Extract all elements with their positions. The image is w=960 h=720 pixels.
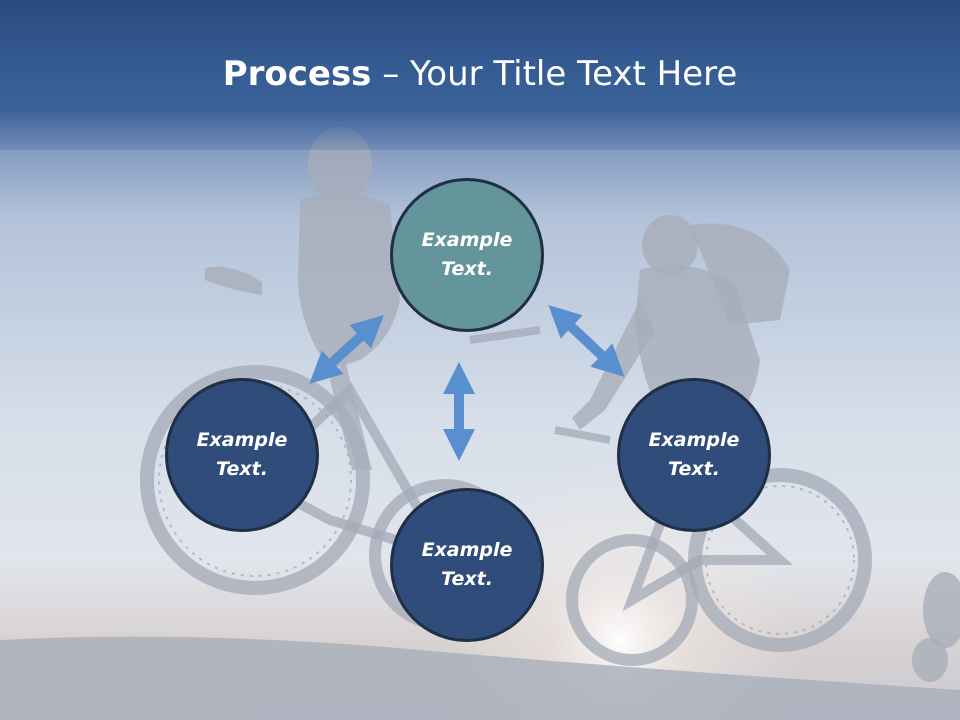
process-node-left[interactable]: Example Text. [165, 378, 319, 532]
process-node-bottom[interactable]: Example Text. [390, 488, 544, 642]
node-label: Example Text. [196, 429, 288, 480]
double-arrow-top-left [309, 315, 384, 384]
title-bold: Process [222, 54, 372, 94]
title-bar [0, 0, 960, 150]
title-rest: – Your Title Text Here [371, 54, 738, 94]
node-label: Example Text. [648, 429, 740, 480]
double-arrow-top-right [548, 305, 625, 377]
process-node-top[interactable]: Example Text. [390, 178, 544, 332]
slide-title: Process – Your Title Text Here [0, 52, 960, 96]
node-label: Example Text. [421, 229, 513, 280]
node-label: Example Text. [421, 539, 513, 590]
process-node-right[interactable]: Example Text. [617, 378, 771, 532]
